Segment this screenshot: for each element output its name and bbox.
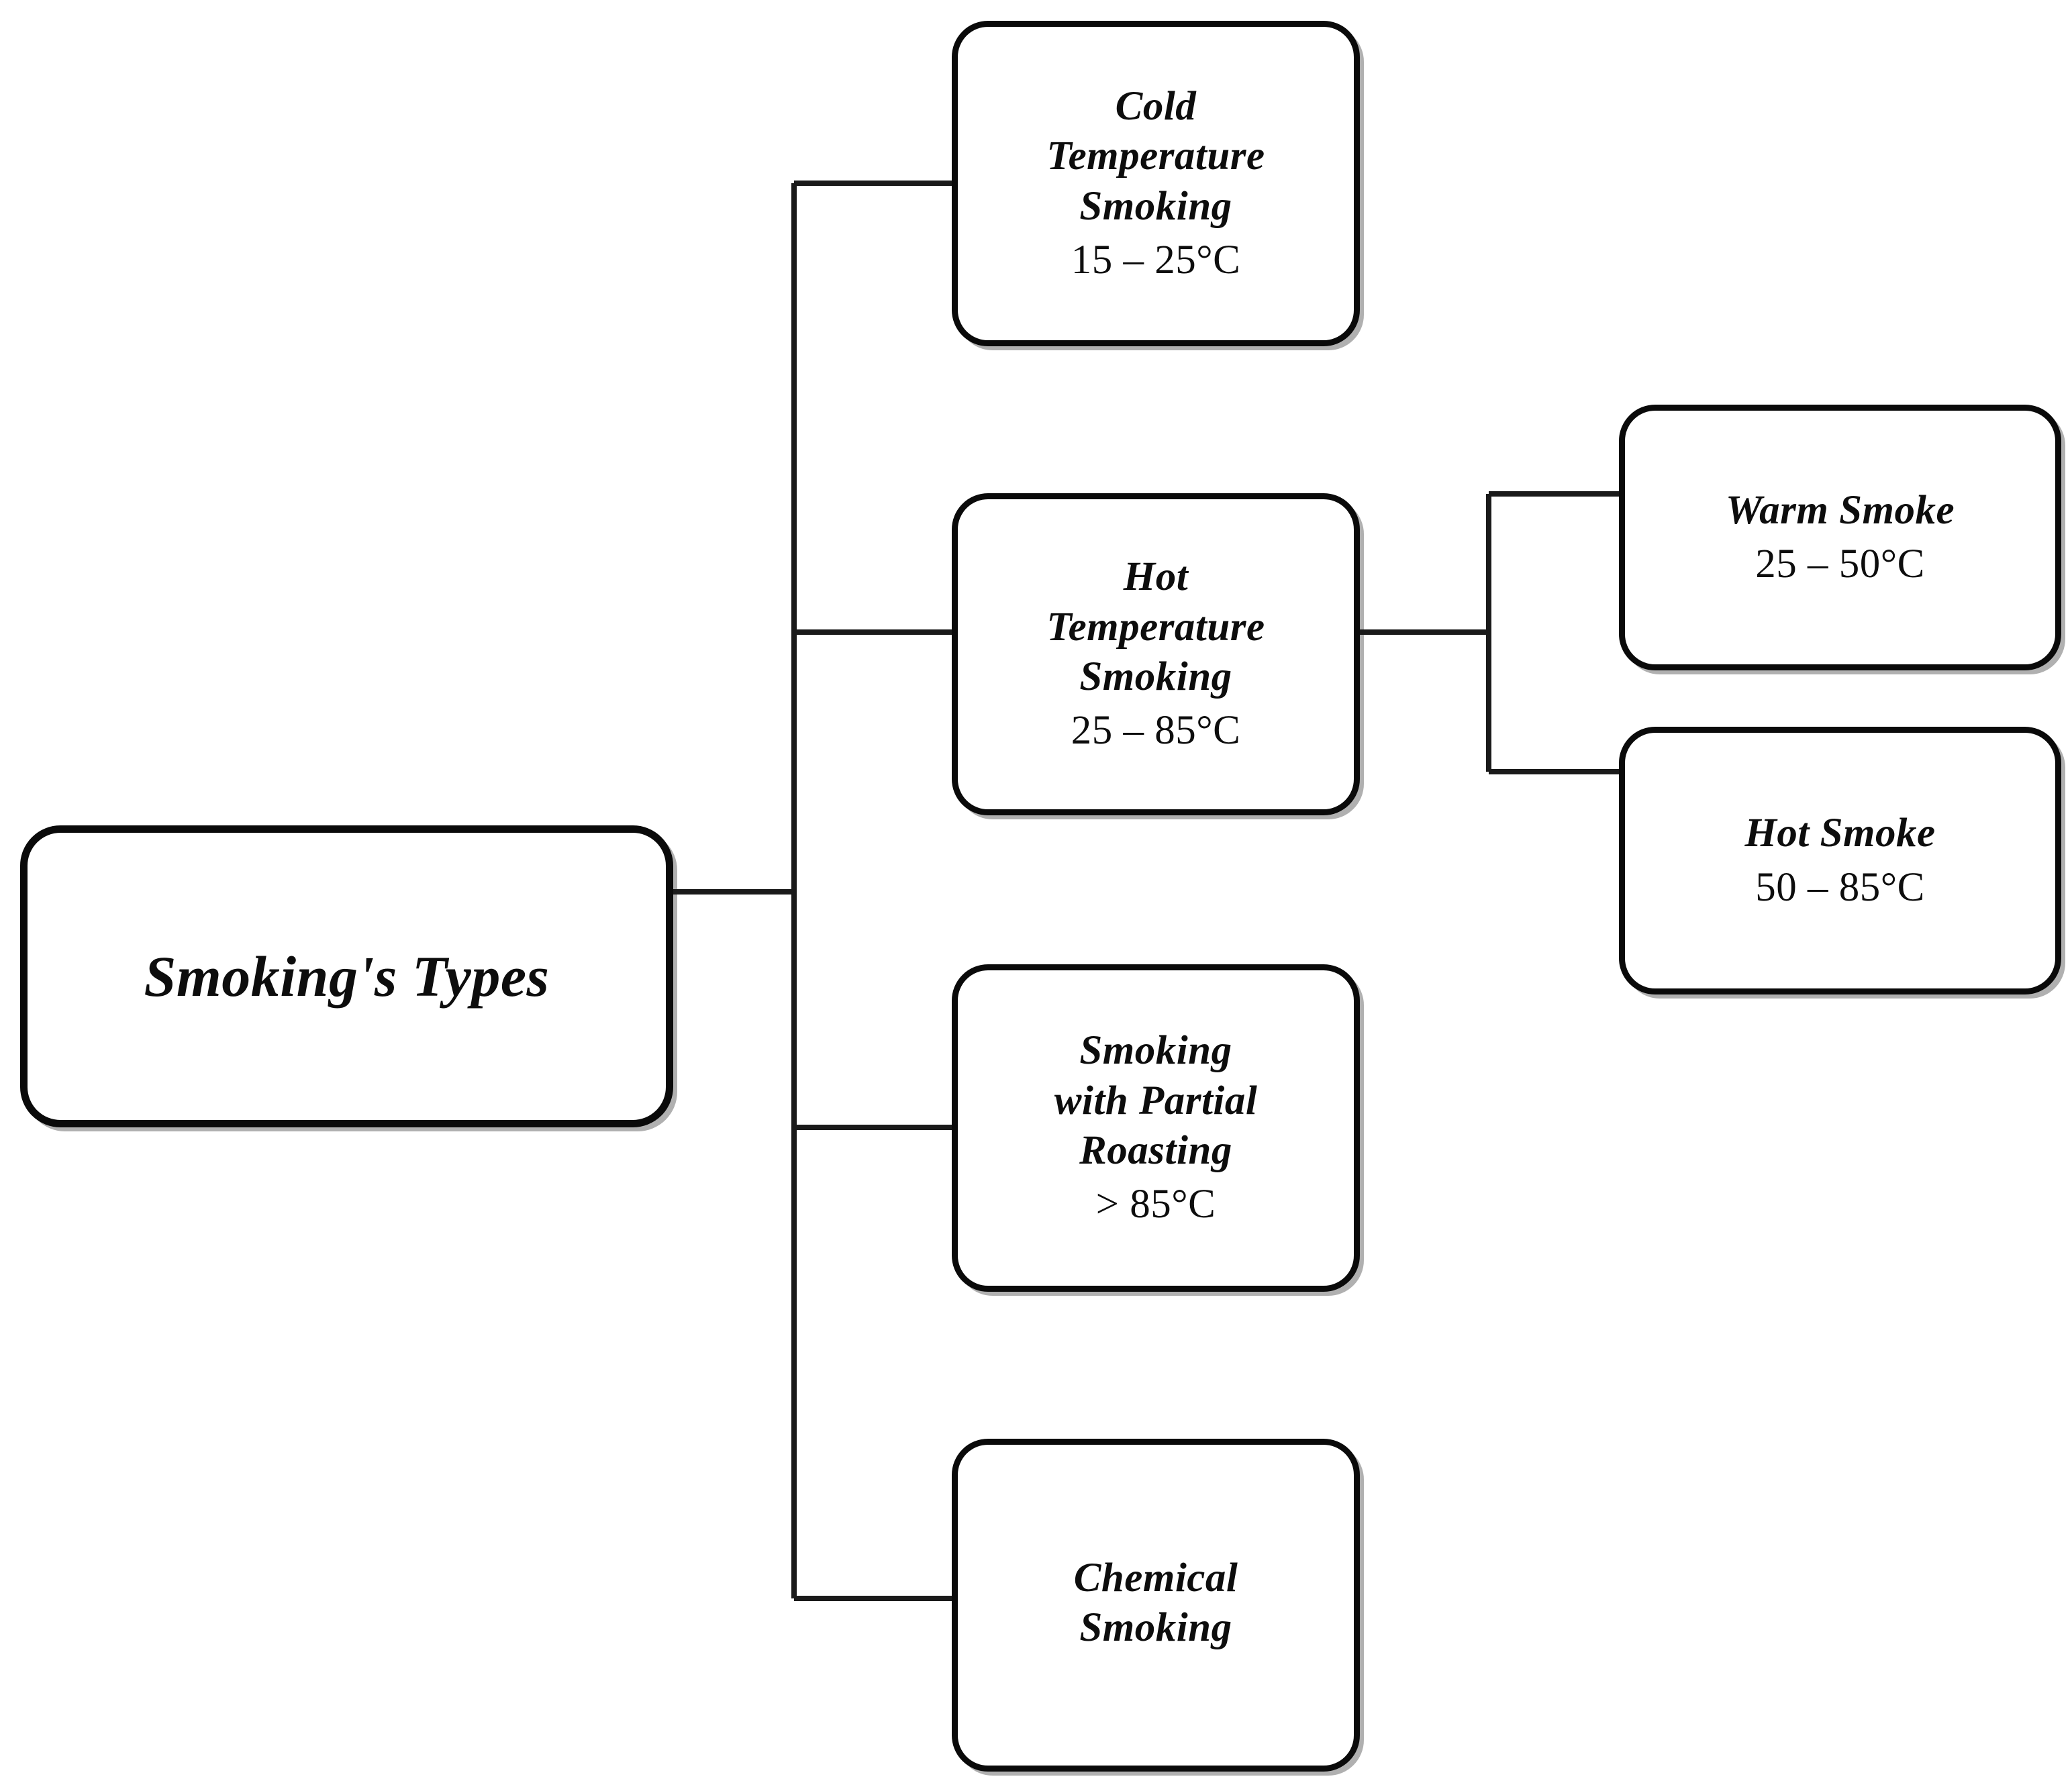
node-temperature: 25 – 50°C [1755,542,1925,586]
node-hot-temperature-smoking[interactable]: Hot Temperature Smoking 25 – 85°C [952,493,1360,815]
node-temperature: > 85°C [1095,1182,1216,1227]
node-title: Hot Temperature Smoking [1046,554,1265,699]
node-smoking-with-partial-roasting[interactable]: Smoking with Partial Roasting > 85°C [952,964,1360,1292]
node-title: Hot Smoke [1744,811,1936,856]
node-smokings-types[interactable]: Smoking's Types [20,825,673,1127]
node-title: Cold Temperature Smoking [1046,83,1265,229]
node-title: Warm Smoke [1725,487,1955,533]
node-title: Chemical Smoking [1073,1555,1238,1650]
node-cold-temperature-smoking[interactable]: Cold Temperature Smoking 15 – 25°C [952,21,1360,346]
node-temperature: 25 – 85°C [1071,708,1241,754]
node-title: Smoking's Types [144,943,550,1009]
node-temperature: 15 – 25°C [1071,237,1241,283]
node-temperature: 50 – 85°C [1755,864,1925,910]
node-warm-smoke[interactable]: Warm Smoke 25 – 50°C [1619,405,2061,670]
node-title: Smoking with Partial Roasting [1054,1028,1258,1173]
node-chemical-smoking[interactable]: Chemical Smoking [952,1439,1360,1772]
node-hot-smoke[interactable]: Hot Smoke 50 – 85°C [1619,727,2061,994]
